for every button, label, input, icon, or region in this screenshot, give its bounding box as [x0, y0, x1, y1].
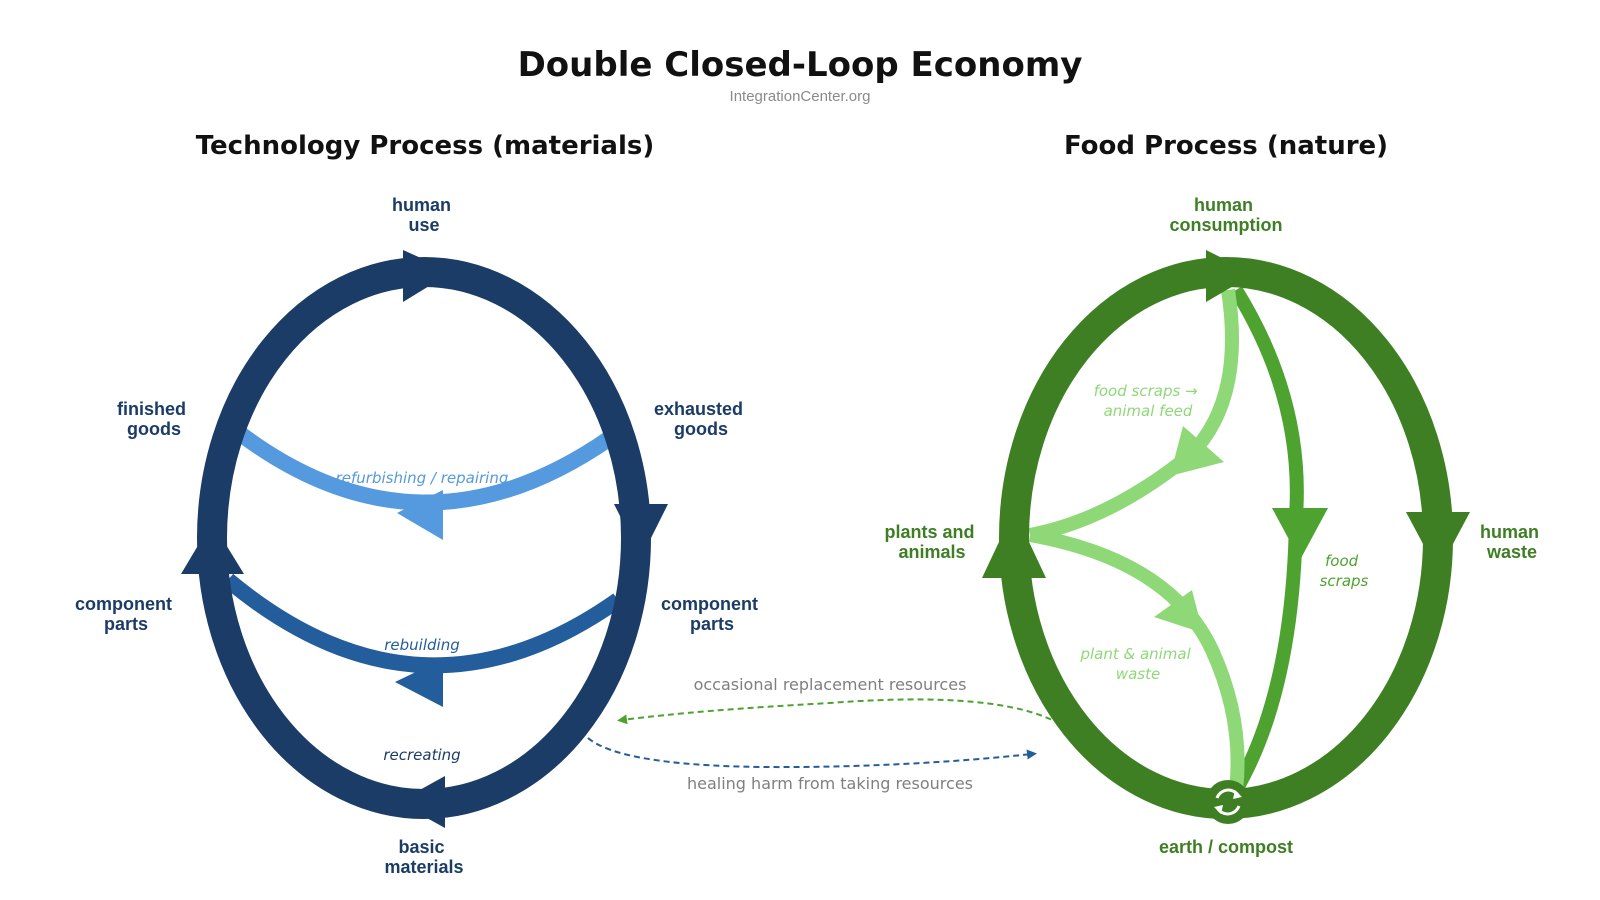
tech-right-arrowhead — [614, 504, 668, 558]
food-scraps-arrowhead — [1272, 508, 1328, 560]
food-top-arrowhead — [1206, 250, 1254, 302]
recreating-label: recreating — [383, 746, 460, 764]
exhausted-goods-label: exhausted goods — [654, 399, 748, 439]
bridge-connections: occasional replacement resources healing… — [587, 675, 1061, 793]
human-waste-label: human waste — [1480, 522, 1544, 562]
refurbishing-label: refurbishing / repairing — [336, 469, 509, 487]
technology-ring — [197, 257, 651, 819]
healing-harm-label: healing harm from taking resources — [687, 774, 973, 793]
page-title: Double Closed-Loop Economy — [518, 45, 1083, 85]
finished-goods-label: finished goods — [117, 399, 191, 439]
scraps-to-feed-arrowhead — [1170, 426, 1224, 476]
rebuilding-flow — [222, 573, 623, 674]
tech-top-arrowhead — [403, 250, 452, 302]
rebuilding-arrowhead — [395, 659, 443, 707]
food-scraps-label: food scraps — [1320, 552, 1369, 590]
refurbishing-flow — [233, 425, 615, 511]
rebuilding-label: rebuilding — [384, 636, 459, 654]
plant-animal-waste-flow — [1028, 528, 1245, 791]
component-parts-right-label: component parts — [661, 594, 763, 634]
technology-loop: refurbishing / repairing rebuilding recr… — [75, 195, 763, 877]
page-subtitle: IntegrationCenter.org — [730, 88, 871, 105]
food-scraps-flow — [1229, 286, 1304, 794]
food-loop: food scraps → animal feed food scraps pl… — [884, 195, 1544, 857]
component-parts-left-label: component parts — [75, 594, 177, 634]
replacement-resources-arrow — [617, 698, 1061, 725]
tech-top-label: human use — [392, 195, 456, 235]
replacement-resources-label: occasional replacement resources — [694, 675, 967, 694]
refurbishing-arrowhead — [397, 490, 443, 540]
technology-heading: Technology Process (materials) — [196, 131, 655, 161]
plant-animal-waste-arrowhead — [1154, 590, 1203, 633]
earth-compost-label: earth / compost — [1159, 837, 1293, 857]
food-left-arrowhead — [982, 510, 1046, 578]
food-top-label: human consumption — [1170, 195, 1283, 235]
healing-harm-arrow — [587, 737, 1037, 769]
food-scraps-feed-label: food scraps → animal feed — [1094, 382, 1203, 420]
plant-animal-waste-label: plant & animal waste — [1079, 645, 1195, 683]
basic-materials-label: basic materials — [384, 837, 463, 877]
tech-left-arrowhead — [181, 522, 244, 574]
recycle-icon — [1206, 780, 1250, 824]
tech-bottom-arrowhead — [398, 776, 445, 828]
food-right-arrowhead — [1406, 512, 1470, 572]
food-heading: Food Process (nature) — [1064, 131, 1388, 161]
plants-animals-label: plants and animals — [884, 522, 979, 562]
